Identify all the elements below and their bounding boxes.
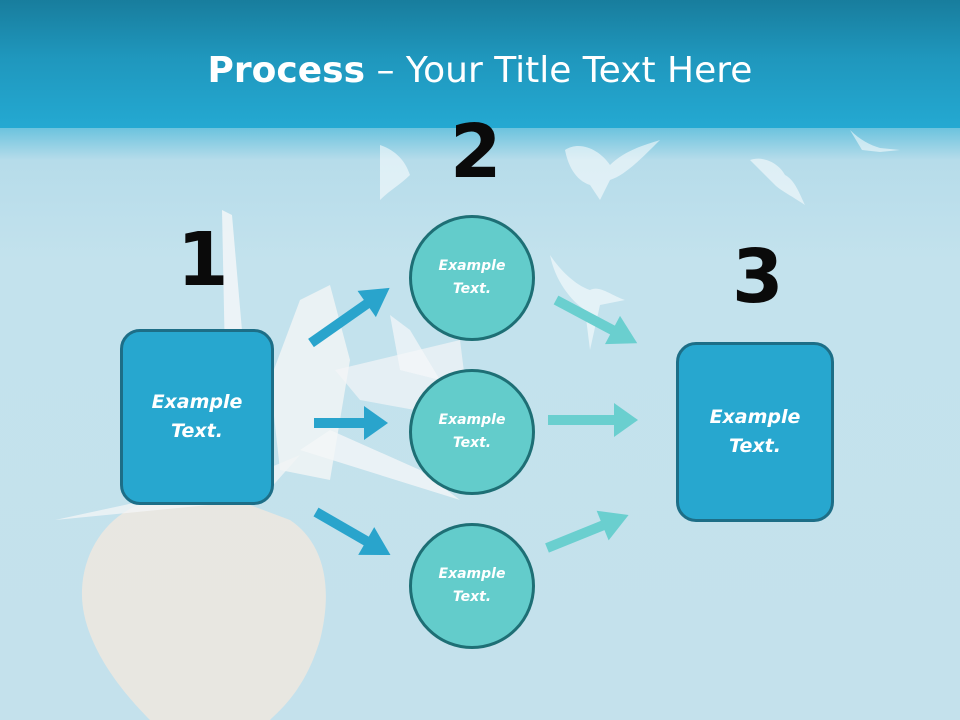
slide-title: Process – Your Title Text Here (0, 50, 960, 91)
step-2-circle-2[interactable]: Example Text. (409, 369, 535, 495)
left-arrows (308, 287, 391, 555)
arrow-from-circle-2 (548, 403, 638, 437)
step-3-box[interactable]: Example Text. (676, 342, 834, 522)
arrow-from-circle-1 (553, 295, 638, 345)
title-band (0, 0, 960, 128)
step-number-1: 1 (177, 217, 229, 303)
doves (380, 130, 900, 350)
right-arrows (545, 295, 638, 553)
step-2-circle-3[interactable]: Example Text. (409, 523, 535, 649)
step-1-box[interactable]: Example Text. (120, 329, 274, 505)
step-number-2: 2 (450, 109, 502, 195)
step-2-circle-1[interactable]: Example Text. (409, 215, 535, 341)
hand-shape (81, 497, 326, 720)
arrow-to-circle-3 (313, 507, 391, 555)
step-1-text: Example Text. (151, 391, 243, 442)
step-number-3: 3 (732, 234, 784, 320)
title-rest: – Your Title Text Here (365, 50, 753, 91)
crane-head (390, 315, 440, 380)
arrow-to-circle-1 (308, 287, 390, 348)
step-2-circle-1-text: Example Text. (438, 258, 506, 297)
step-2-circle-2-text: Example Text. (438, 412, 506, 451)
title-bold: Process (207, 50, 366, 91)
step-2-circle-3-text: Example Text. (438, 566, 506, 605)
arrow-from-circle-3 (545, 510, 629, 553)
step-3-text: Example Text. (709, 406, 801, 457)
arrow-to-circle-2 (314, 406, 388, 440)
crane-wing-right (300, 430, 460, 500)
